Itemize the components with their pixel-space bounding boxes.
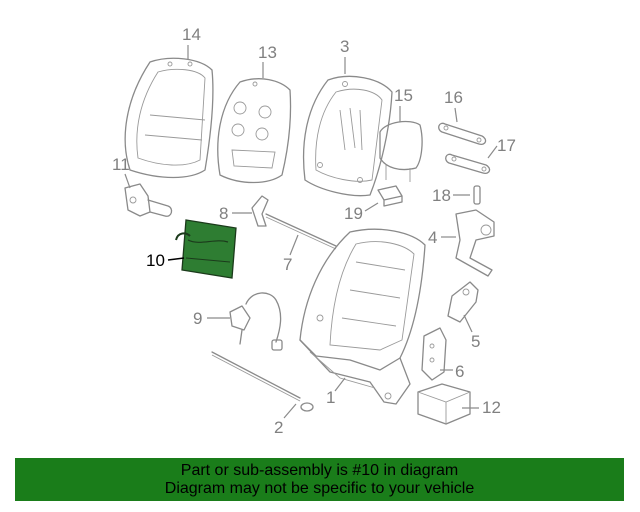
banner-line-2: Diagram may not be specific to your vehi…: [164, 479, 475, 497]
part-11-motor[interactable]: [124, 183, 173, 217]
part-12-control-module[interactable]: [417, 383, 471, 425]
callout-2: 2: [274, 418, 283, 437]
part-2-cable[interactable]: [211, 351, 314, 412]
part-9-wiring-harness[interactable]: [229, 292, 283, 351]
part-8-handle[interactable]: [251, 195, 269, 227]
callout-10: 10: [146, 251, 165, 270]
part-13-seat-back-pad[interactable]: [217, 78, 292, 184]
leader-7: [289, 234, 299, 256]
leader-19: [364, 202, 379, 212]
part-14-seat-back-cover[interactable]: [124, 57, 214, 179]
leader-11: [124, 173, 131, 189]
part-10-map-pocket[interactable]: [175, 219, 237, 279]
callout-12: 12: [482, 398, 501, 417]
callout-8: 8: [219, 204, 228, 223]
callout-13: 13: [258, 43, 277, 62]
callout-11: 11: [112, 155, 130, 174]
banner-line-1: Part or sub-assembly is #10 in diagram: [180, 461, 459, 479]
part-5-adjuster-motor[interactable]: [447, 281, 479, 323]
part-4-recliner[interactable]: [455, 209, 495, 277]
leader-17: [487, 145, 498, 159]
diagram-notice-banner: Part or sub-assembly is #10 in diagram D…: [15, 458, 624, 501]
leader-16: [454, 107, 458, 123]
seat-parts-diagram: 14 13 3 15 16 17 18: [112, 25, 516, 437]
callout-17: 17: [497, 136, 516, 155]
leader-10: [167, 257, 185, 261]
leader-2: [283, 403, 297, 419]
callout-7: 7: [283, 255, 292, 274]
part-6-switch[interactable]: [421, 327, 447, 381]
callout-3: 3: [340, 37, 349, 56]
part-1-seat-frame[interactable]: [299, 228, 426, 405]
callout-15: 15: [394, 86, 413, 105]
callout-4: 4: [428, 228, 437, 247]
callout-5: 5: [471, 332, 480, 351]
part-17-bracket[interactable]: [445, 153, 491, 174]
part-16-strap[interactable]: [438, 122, 487, 145]
part-7-rod[interactable]: [265, 213, 337, 250]
callout-6: 6: [455, 362, 464, 381]
callout-18: 18: [432, 186, 451, 205]
callout-19: 19: [344, 204, 363, 223]
part-18-pin[interactable]: [473, 185, 481, 205]
callout-14: 14: [182, 25, 201, 44]
leader-5: [463, 314, 473, 333]
callout-16: 16: [444, 88, 463, 107]
part-15-headrest[interactable]: [379, 120, 423, 182]
callout-9: 9: [193, 309, 202, 328]
part-3-seat-back-frame[interactable]: [302, 75, 393, 197]
leader-1: [334, 377, 346, 392]
callout-1: 1: [326, 388, 335, 407]
part-19-block[interactable]: [377, 185, 403, 207]
